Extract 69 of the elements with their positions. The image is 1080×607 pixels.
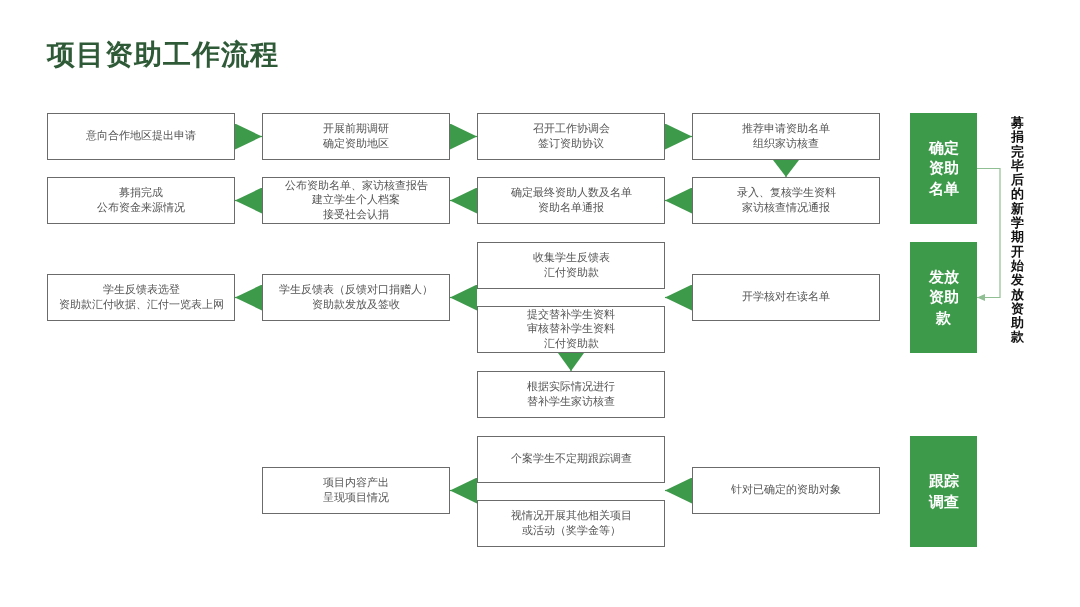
process-box [477, 306, 665, 353]
title: 项目资助工作流程 [47, 38, 279, 72]
step-text: 确定资助地区 [323, 136, 389, 151]
arrow [234, 123, 263, 150]
process-box [262, 274, 450, 321]
step-text: 录入、复核学生资料 [736, 186, 836, 201]
arrow [664, 123, 693, 150]
arrow [234, 284, 263, 311]
step-text: 开展前期调研 [323, 122, 389, 137]
process-box [692, 177, 880, 224]
step-text: 签订资助协议 [538, 136, 604, 151]
edge-label: 募捐完毕后的新学期开始发放资助款 [1011, 116, 1024, 345]
phase-box [910, 242, 977, 353]
phase-box [910, 436, 977, 547]
step-text: 募捐完成 [119, 186, 163, 201]
step-text: 针对已确定的资助对象 [731, 483, 841, 498]
process-box [477, 242, 665, 289]
process-box [477, 113, 665, 160]
step-text: 学生反馈表（反馈对口捐赠人） [279, 283, 433, 298]
step-text: 提交替补学生资料 [527, 308, 615, 323]
process-box [477, 436, 665, 483]
step-text: 学生反馈表选登 [102, 283, 180, 298]
process-box [262, 113, 450, 160]
step-text: 汇付资助款 [543, 265, 599, 280]
phase-label: 发放资助款 [928, 267, 959, 328]
process-box [477, 500, 665, 547]
step-text: 意向合作地区提出申请 [86, 129, 196, 144]
step-text: 视情况开展其他相关项目或活动（奖学金等） [509, 509, 633, 538]
arrow [976, 167, 1001, 301]
process-box [47, 274, 235, 321]
step-text: 呈现项目情况 [323, 490, 389, 505]
step-text: 审核替补学生资料 [527, 322, 615, 337]
arrow [449, 284, 478, 311]
step-text: 资助名单通报 [538, 200, 604, 215]
arrow [664, 477, 693, 504]
step-text: 收集学生反馈表 [532, 251, 610, 266]
phase-label: 跟踪调查 [928, 471, 959, 512]
step-text: 组织家访核查 [753, 136, 819, 151]
process-box [477, 371, 665, 418]
step-text: 建立学生个人档案 [312, 193, 400, 208]
arrow [449, 123, 478, 150]
process-box [47, 113, 235, 160]
step-text: 公布资金来源情况 [97, 200, 185, 215]
step-text: 家访核查情况通报 [742, 200, 830, 215]
step-text: 个案学生不定期跟踪调查 [510, 452, 632, 467]
process-box [692, 274, 880, 321]
step-text: 资助款汇付收据、汇付一览表上网 [58, 297, 224, 312]
arrow [449, 187, 478, 214]
step-text: 资助款发放及签收 [312, 297, 400, 312]
step-text: 公布资助名单、家访核查报告 [284, 179, 428, 193]
process-box [477, 177, 665, 224]
process-box [692, 113, 880, 160]
step-text: 项目内容产出 [323, 476, 389, 491]
arrow [664, 187, 693, 214]
process-box [262, 467, 450, 514]
step-text: 召开工作协调会 [532, 122, 610, 137]
phase-box [910, 113, 977, 224]
arrow [234, 187, 263, 214]
process-box [692, 467, 880, 514]
step-text: 汇付资助款 [543, 336, 599, 351]
step-text: 接受社会认捐 [323, 207, 389, 222]
process-box [262, 177, 450, 224]
step-text: 根据实际情况进行替补学生家访核查 [526, 380, 616, 409]
process-box [47, 177, 235, 224]
step-text: 确定最终资助人数及名单 [510, 186, 632, 201]
step-text: 推荐申请资助名单 [742, 122, 830, 137]
step-text: 开学核对在读名单 [742, 290, 830, 305]
arrow [449, 477, 478, 504]
phase-label: 确定资助名单 [928, 138, 959, 199]
